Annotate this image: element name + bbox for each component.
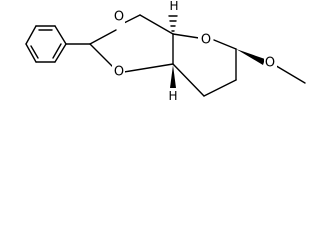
bond	[172, 63, 205, 97]
double-bond	[30, 45, 39, 59]
bond	[25, 25, 37, 45]
wedge-bond-methoxy	[236, 49, 265, 65]
atom-oxygen-methoxy: O	[265, 56, 275, 71]
atom-oxygen-dioxane-bottom: O	[114, 65, 124, 80]
double-bond	[52, 43, 62, 59]
bond	[139, 14, 174, 35]
hashed-bond-top-h	[168, 15, 178, 32]
bond	[213, 39, 237, 50]
molecule-structure: O O O O H H	[25, 0, 306, 103]
pyran-ring	[172, 33, 237, 97]
atom-oxygen-pyran: O	[201, 33, 211, 48]
wedge-bond-bottom-h	[170, 65, 176, 88]
bond	[203, 79, 237, 97]
bond	[123, 63, 174, 73]
atom-hydrogen-bottom: H	[168, 89, 177, 103]
bond	[25, 43, 37, 63]
atom-oxygen-dioxane-top: O	[114, 10, 124, 25]
phenyl-ring	[25, 25, 67, 63]
bond	[89, 29, 117, 45]
bond	[54, 43, 67, 63]
atom-hydrogen-top: H	[169, 0, 178, 13]
bond	[172, 33, 200, 39]
dioxane-ring	[89, 14, 174, 73]
bond	[272, 63, 306, 84]
bond	[54, 25, 67, 45]
bond	[89, 43, 117, 71]
